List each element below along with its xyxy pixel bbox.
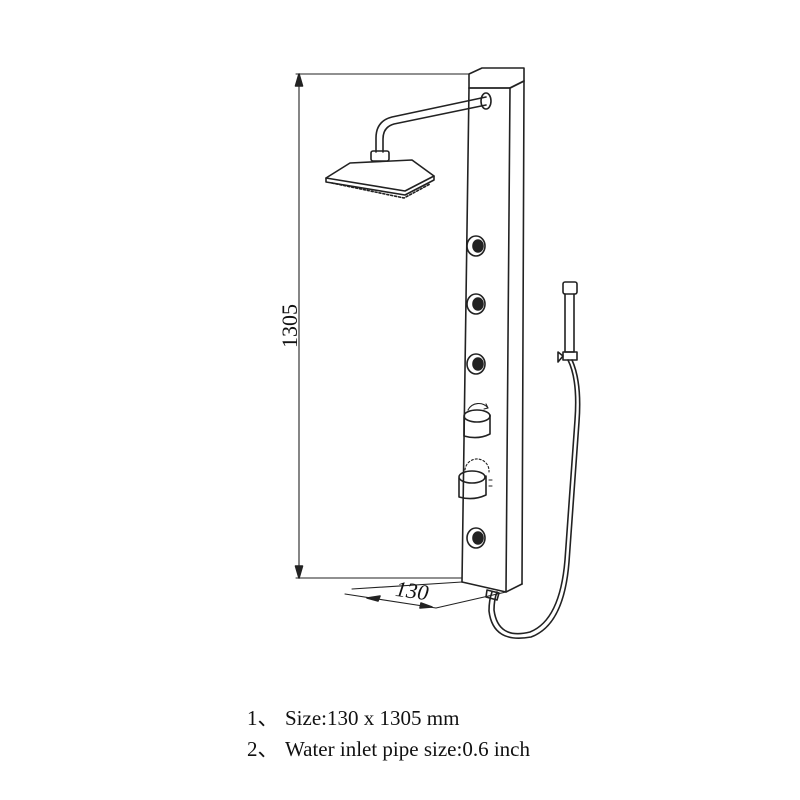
hand-shower bbox=[557, 281, 578, 363]
note-inlet-pipe: 2、Water inlet pipe size:0.6 inch bbox=[247, 734, 767, 765]
body-jet-1 bbox=[466, 235, 486, 257]
body-jet-2 bbox=[466, 293, 486, 315]
note-number: 1、 bbox=[247, 706, 279, 730]
shower-hose bbox=[485, 359, 581, 639]
height-dimension-label: 1305 bbox=[277, 304, 302, 348]
rain-shower-head bbox=[325, 159, 435, 199]
thermostatic-knob bbox=[458, 458, 493, 500]
spec-notes: 1、Size:130 x 1305 mm 2、Water inlet pipe … bbox=[247, 703, 767, 765]
note-size: 1、Size:130 x 1305 mm bbox=[247, 703, 767, 734]
shower-arm bbox=[370, 92, 492, 162]
note-text: Size:130 x 1305 mm bbox=[285, 706, 460, 730]
body-jet-3 bbox=[466, 353, 486, 375]
width-dimension bbox=[344, 581, 507, 609]
width-dimension-label: 130 bbox=[394, 576, 430, 605]
note-text: Water inlet pipe size:0.6 inch bbox=[285, 737, 530, 761]
note-number: 2、 bbox=[247, 737, 279, 761]
shower-panel bbox=[461, 67, 525, 593]
diverter-knob bbox=[463, 402, 491, 439]
body-jet-4 bbox=[466, 527, 486, 549]
height-dimension bbox=[294, 73, 470, 579]
